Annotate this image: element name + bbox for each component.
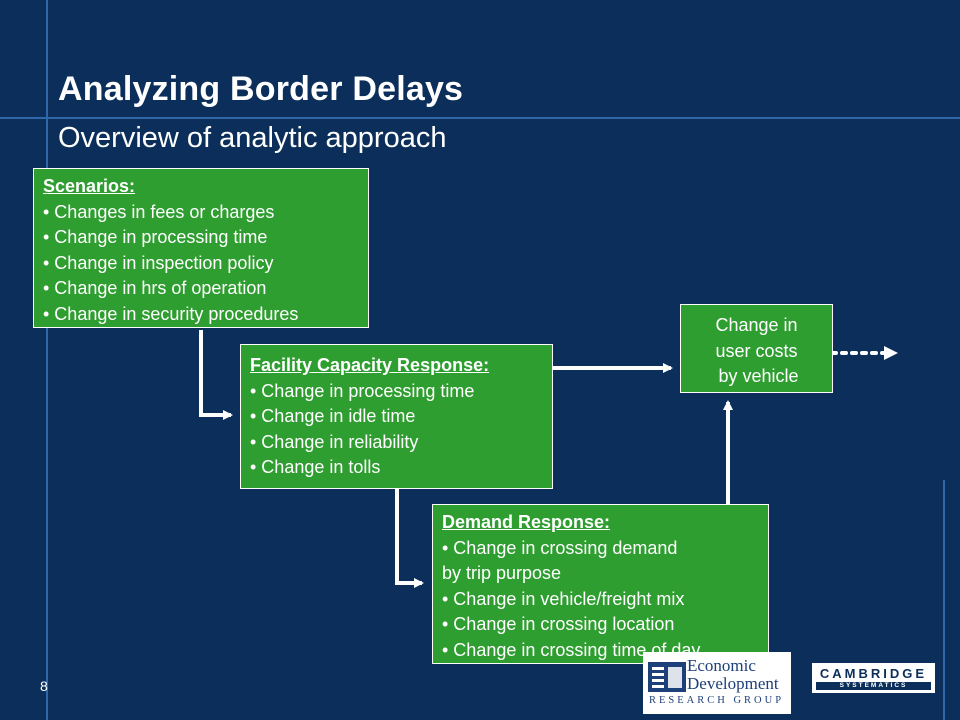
demand-header: Demand Response: (442, 512, 611, 532)
title-divider-line (0, 117, 960, 119)
list-item: • Change in tolls (250, 457, 381, 478)
list-item: • Change in idle time (250, 406, 416, 427)
cs-logo-line-1: CAMBRIDGE (819, 666, 928, 681)
demand-response-box: Demand Response: • Change in crossing de… (432, 504, 769, 664)
list-item: • Change in crossing location (442, 614, 675, 635)
cs-logo-line-2: SYSTEMATICS (816, 682, 931, 690)
list-item: by trip purpose (442, 563, 562, 584)
slide-title: Analyzing Border Delays (58, 70, 464, 108)
arrow-scenarios-to-facility (199, 330, 233, 420)
scenarios-header: Scenarios: (43, 176, 136, 196)
costs-line-1: Change in (715, 315, 798, 335)
list-item: • Change in crossing time of day (442, 639, 701, 660)
list-item: • Change in inspection policy (43, 252, 274, 273)
edr-logo-line-3: RESEARCH GROUP (649, 695, 785, 706)
list-item: • Changes in fees or charges (43, 201, 275, 222)
list-item: • Change in reliability (250, 431, 419, 452)
costs-line-2: user costs (715, 340, 798, 361)
demand-list: • Change in crossing demand by trip purp… (442, 536, 768, 664)
page-number: 8 (40, 678, 48, 694)
costs-line-3: by vehicle (718, 366, 799, 387)
edr-emblem-icon (648, 662, 686, 692)
facility-capacity-box: Facility Capacity Response: • Change in … (240, 344, 553, 489)
list-item: • Change in hrs of operation (43, 278, 267, 299)
user-costs-box: Change in user costs by vehicle (680, 304, 833, 393)
list-item: • Change in processing time (250, 380, 475, 401)
list-item: • Change in processing time (43, 227, 268, 248)
edr-logo-line-2: Development (687, 674, 779, 693)
list-item: • Change in vehicle/freight mix (442, 588, 685, 609)
slide-subtitle: Overview of analytic approach (58, 122, 447, 154)
dotted-arrow-head (884, 346, 898, 360)
scenarios-list: • Changes in fees or charges • Change in… (43, 200, 368, 328)
cambridge-systematics-logo: CAMBRIDGE SYSTEMATICS (812, 663, 935, 693)
list-item: • Change in security procedures (43, 303, 299, 324)
left-accent-line (46, 0, 48, 720)
arrow-facility-to-demand (395, 489, 424, 588)
edr-logo-line-1: Economic (687, 656, 756, 675)
facility-list: • Change in processing time • Change in … (250, 379, 552, 481)
facility-header: Facility Capacity Response: (250, 355, 490, 375)
scenarios-box: Scenarios: • Changes in fees or charges … (33, 168, 369, 328)
list-item: • Change in crossing demand (442, 537, 678, 558)
economic-development-research-group-logo: Economic Development RESEARCH GROUP (643, 652, 791, 714)
right-accent-line (943, 480, 945, 720)
